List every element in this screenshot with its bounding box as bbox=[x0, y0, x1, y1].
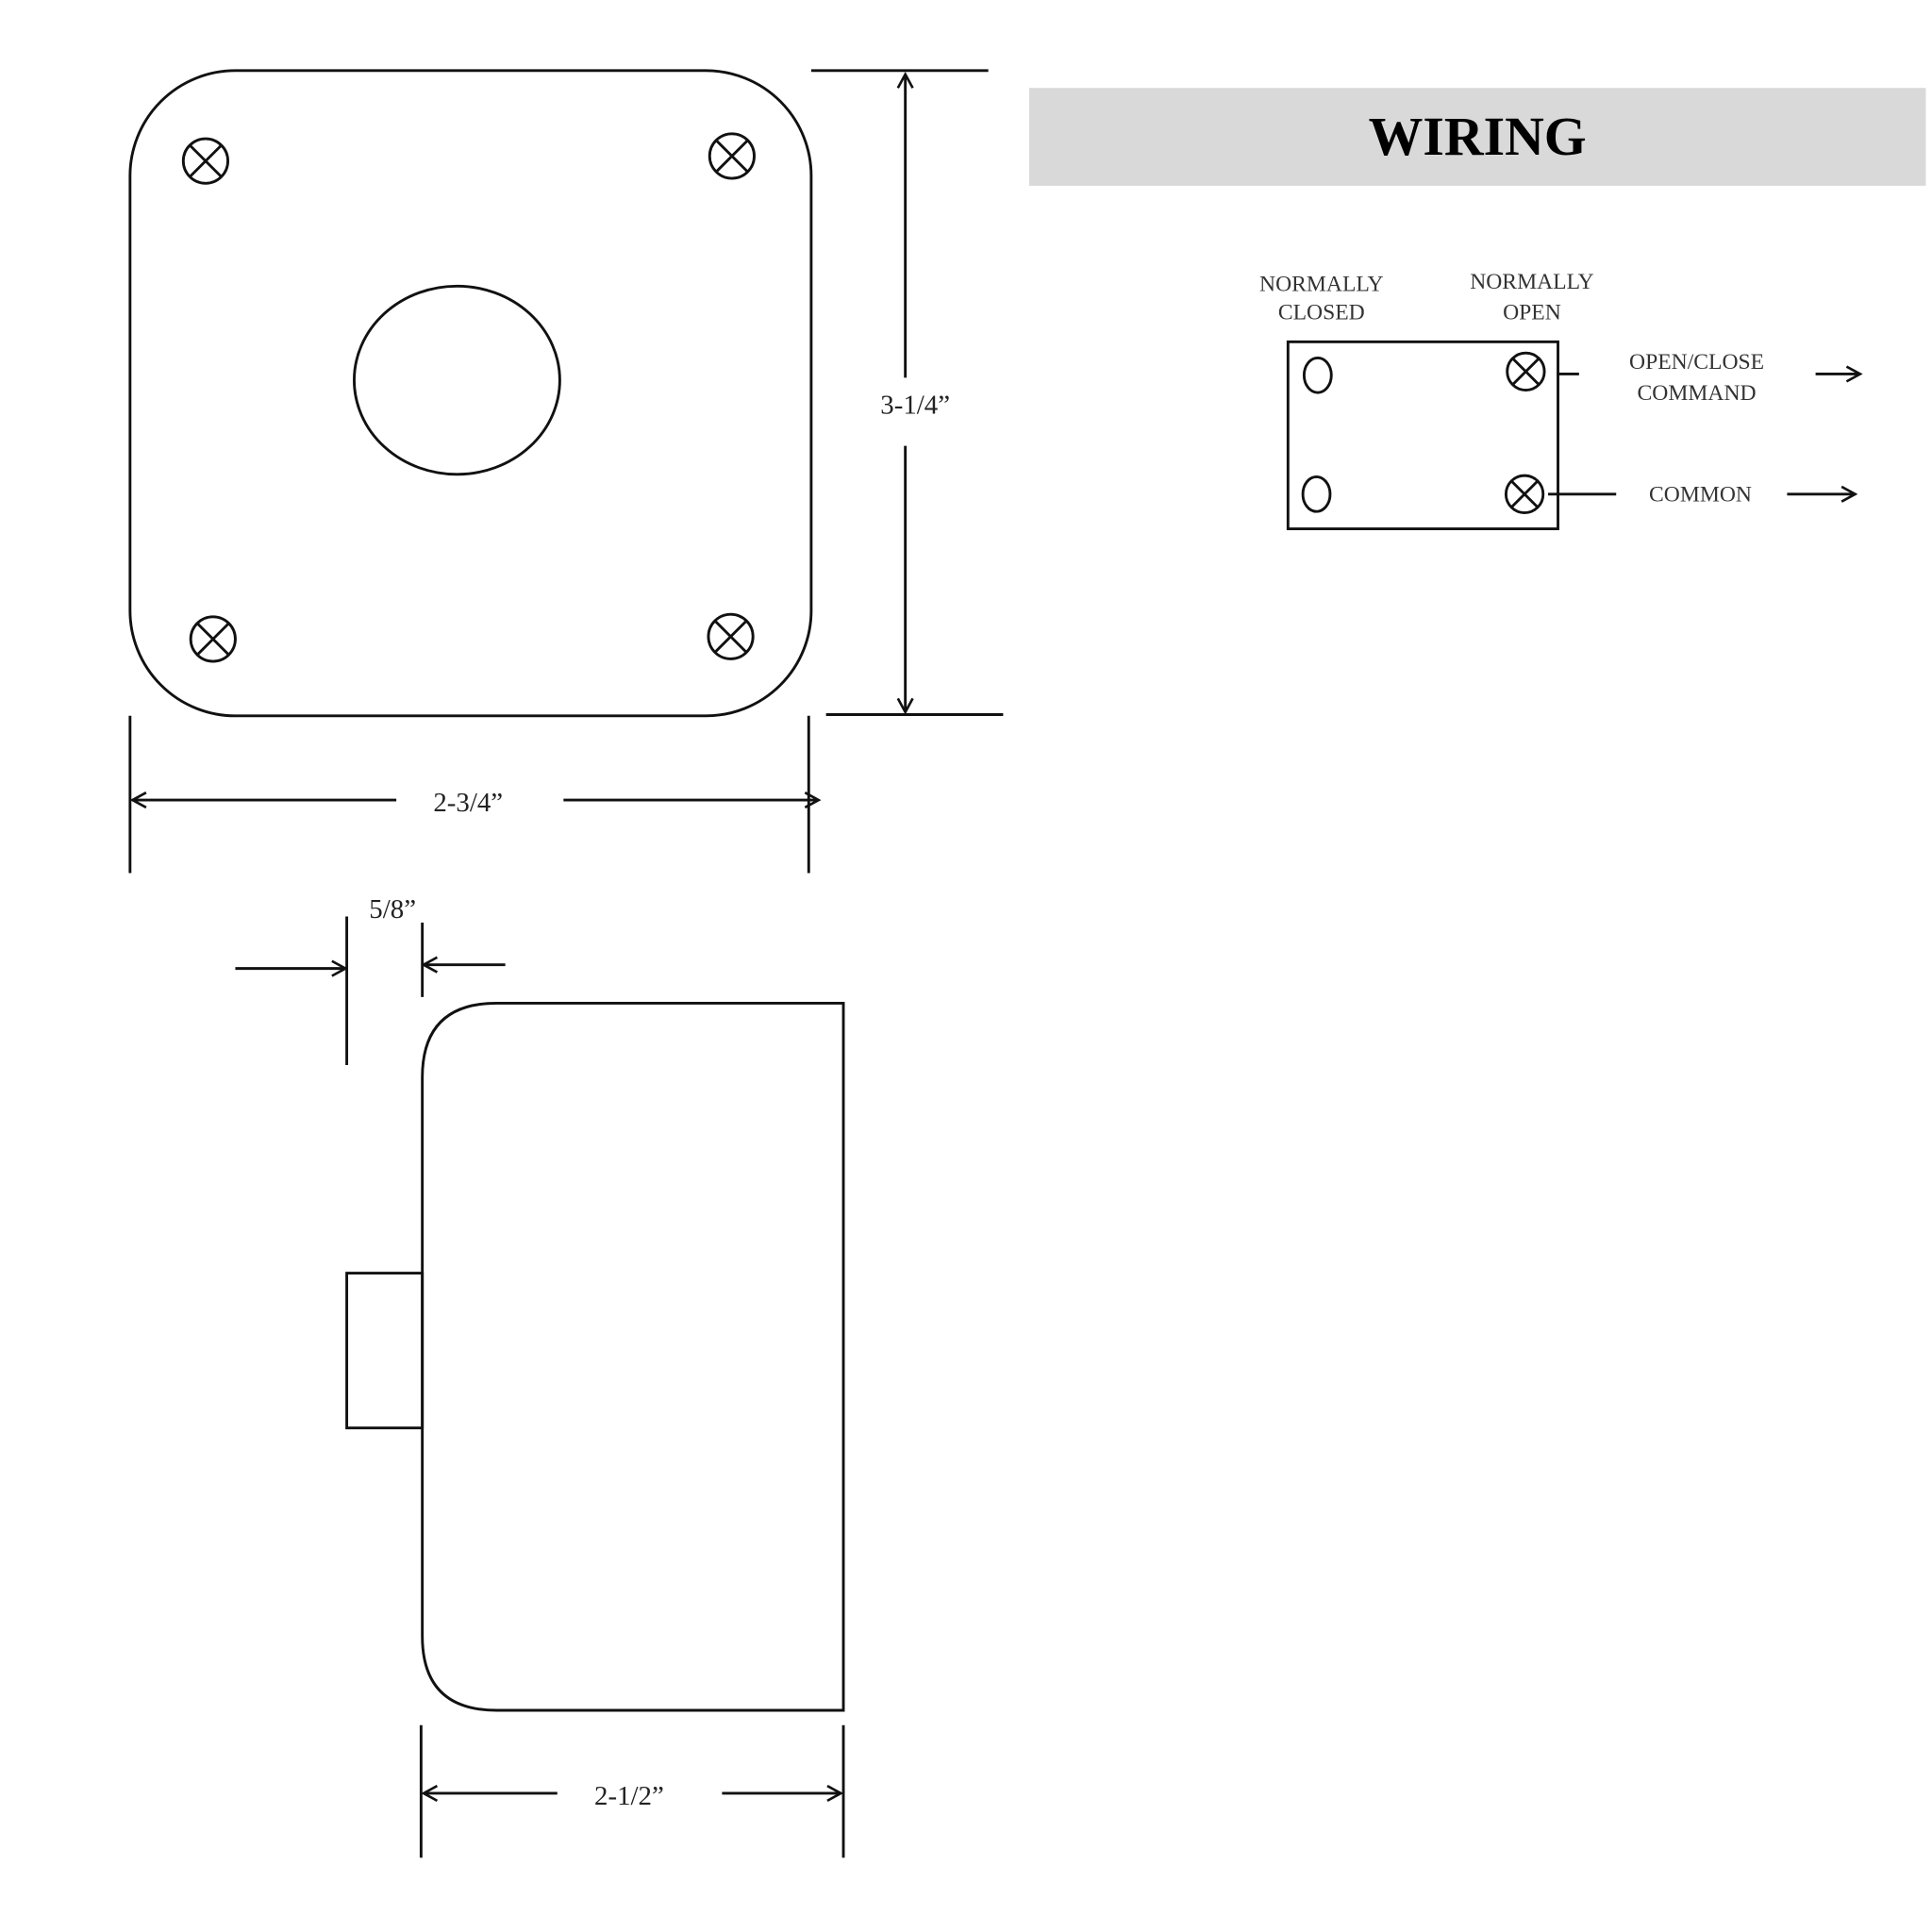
side-body bbox=[421, 1001, 845, 1712]
width-label: 2-3/4” bbox=[433, 788, 503, 818]
nc-terminal-icon bbox=[1302, 356, 1333, 394]
side-view: 5/8” 2-1/2” bbox=[235, 894, 845, 1858]
common-terminal-icon bbox=[1504, 474, 1545, 514]
nc-label-line2: CLOSED bbox=[1278, 301, 1365, 325]
width-dimension: 2-3/4” bbox=[128, 715, 819, 874]
command-label-line2: COMMAND bbox=[1638, 381, 1757, 406]
depth-label: 5/8” bbox=[369, 894, 416, 924]
wiring-section: WIRING NORMALLY CLOSED NORMALLY OPEN OPE… bbox=[1028, 88, 1926, 531]
depth-dimension: 5/8” bbox=[235, 894, 506, 1066]
screw-icon bbox=[707, 612, 755, 660]
no-label-line2: OPEN bbox=[1503, 301, 1561, 325]
front-plate bbox=[128, 69, 813, 718]
terminal-block bbox=[1286, 340, 1559, 531]
wiring-header bbox=[1028, 88, 1926, 186]
screw-icon bbox=[189, 615, 237, 663]
nc-label-line1: NORMALLY bbox=[1259, 273, 1384, 297]
wiring-title: WIRING bbox=[1369, 108, 1587, 167]
button-profile bbox=[345, 1272, 425, 1430]
side-width-label: 2-1/2” bbox=[594, 1781, 664, 1811]
screw-icon bbox=[181, 137, 230, 185]
no-label-line1: NORMALLY bbox=[1470, 270, 1594, 294]
front-view: 3-1/4” 2-3/4” bbox=[128, 69, 1004, 874]
no-terminal-icon bbox=[1506, 351, 1546, 391]
screw-icon bbox=[708, 132, 756, 180]
button-hole bbox=[353, 284, 561, 476]
common-label: COMMON bbox=[1649, 483, 1752, 508]
nc-terminal-icon bbox=[1301, 475, 1332, 513]
side-width-dimension: 2-1/2” bbox=[419, 1724, 845, 1858]
height-dimension: 3-1/4” bbox=[810, 69, 1004, 716]
command-label-line1: OPEN/CLOSE bbox=[1629, 350, 1764, 375]
height-label: 3-1/4” bbox=[880, 390, 950, 420]
